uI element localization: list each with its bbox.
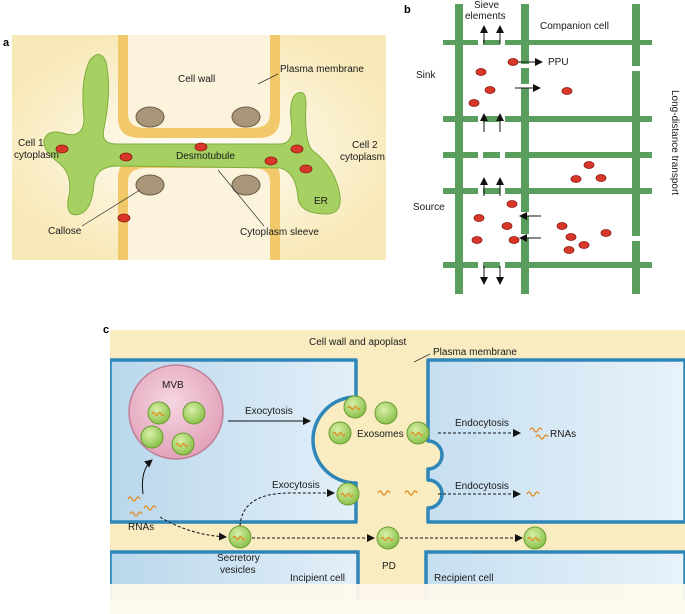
mvb-vesicle [171, 432, 195, 456]
phloem-walls [443, 4, 652, 294]
label-cell-wall: Cell wall [178, 74, 215, 85]
cytoplasm-sleeve-leader [217, 169, 265, 227]
label-companion-cell: Companion cell [540, 21, 609, 32]
recipient-vesicle [523, 526, 547, 550]
label-source: Source [413, 202, 445, 213]
label-exocytosis-mid: Exocytosis [272, 480, 320, 491]
label-cell1-line2: cytoplasm [14, 150, 59, 161]
label-desmotubule: Desmotubule [176, 151, 235, 162]
panel-c-arrows [141, 417, 523, 542]
secreted-vesicle [336, 482, 360, 506]
label-er: ER [314, 196, 328, 207]
label-secretory-line1: Secretory [217, 553, 260, 564]
label-secretory-line2: vesicles [220, 565, 256, 576]
callose-upper-right [231, 106, 261, 128]
mvb-vesicle [140, 425, 164, 449]
label-callose: Callose [48, 226, 82, 237]
callose-lower-right [231, 174, 261, 196]
label-endocytosis-top: Endocytosis [455, 418, 509, 429]
label-exocytosis-top: Exocytosis [245, 406, 293, 417]
label-plasma-membrane-c: Plasma membrane [433, 347, 517, 358]
panel-b-letter: b [404, 4, 411, 16]
label-rnas-right: RNAs [550, 429, 576, 440]
mvb-vesicle [147, 401, 171, 425]
label-endocytosis-mid: Endocytosis [455, 481, 509, 492]
panel-b: b [404, 0, 680, 294]
exosome [343, 395, 367, 419]
secretory-vesicle [228, 525, 252, 549]
plasma-membrane-leader-c [413, 353, 431, 363]
callose-upper-left [135, 106, 165, 128]
panel-a-vesicles [55, 142, 313, 223]
label-rnas-left: RNAs [128, 522, 154, 533]
phloem-flow-arrows [480, 25, 543, 285]
label-cell2-line2: cytoplasm [340, 152, 385, 163]
pd-vesicle [376, 526, 400, 550]
cytoplasm-er-shape [43, 54, 341, 216]
panel-c: c [100, 324, 685, 614]
recipient-cell [426, 358, 685, 524]
label-pd: PD [382, 561, 396, 572]
upper-cell-wall-inner [128, 35, 270, 128]
mvb-vesicle [182, 401, 206, 425]
label-incipient: Incipient cell [290, 573, 345, 584]
label-apoplast: Cell wall and apoplast [309, 337, 407, 348]
panel-a-letter: a [3, 37, 10, 49]
label-mvb: MVB [162, 380, 184, 391]
label-plasma-membrane-a: Plasma membrane [280, 64, 364, 75]
panel-a: a Cell wall Plasma membrane [3, 35, 386, 260]
label-sieve-line1: Sieve [474, 0, 499, 11]
label-cell2-line1: Cell 2 [352, 140, 378, 151]
rna-squiggles [127, 427, 549, 517]
panel-c-letter: c [103, 324, 109, 336]
panel-b-vesicles [468, 58, 612, 254]
label-cytoplasm-sleeve: Cytoplasm sleeve [240, 227, 319, 238]
label-sieve-line2: elements [465, 11, 506, 22]
endocytosis-vesicle [406, 421, 430, 445]
exosome [328, 421, 352, 445]
label-exosomes: Exosomes [357, 429, 404, 440]
label-sink: Sink [416, 70, 436, 81]
label-long-distance: Long-distance transport [669, 90, 680, 195]
panel-c-vesicles [140, 395, 547, 550]
exosome [374, 401, 398, 425]
label-ppu: PPU [548, 57, 569, 68]
label-recipient: Recipient cell [434, 573, 493, 584]
label-cell1-line1: Cell 1 [18, 138, 44, 149]
plasma-membrane-leader [257, 73, 279, 85]
callose-leader [81, 189, 141, 227]
callose-lower-left [135, 174, 165, 196]
